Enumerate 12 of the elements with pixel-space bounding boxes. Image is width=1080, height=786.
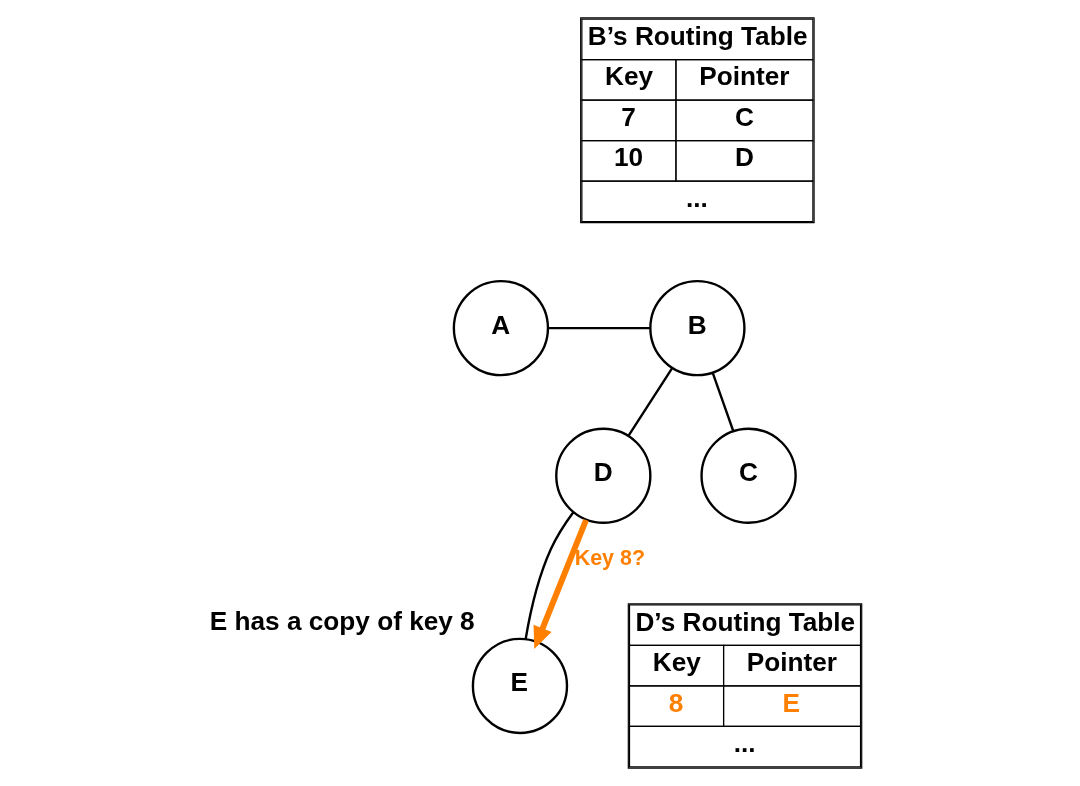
arrow: [533, 518, 589, 649]
connector: [547, 326, 650, 330]
connector: [711, 372, 734, 432]
node-circle: C: [699, 427, 797, 524]
node-circle: A: [452, 279, 549, 377]
node-label: E has a copy of key 8: [209, 606, 475, 637]
node-circle: B: [648, 279, 746, 377]
node-circle: D: [554, 427, 652, 524]
node-circle: E: [471, 637, 568, 735]
connector: [627, 367, 673, 437]
edge-label: Key 8?: [574, 545, 645, 570]
connector: [524, 511, 574, 640]
